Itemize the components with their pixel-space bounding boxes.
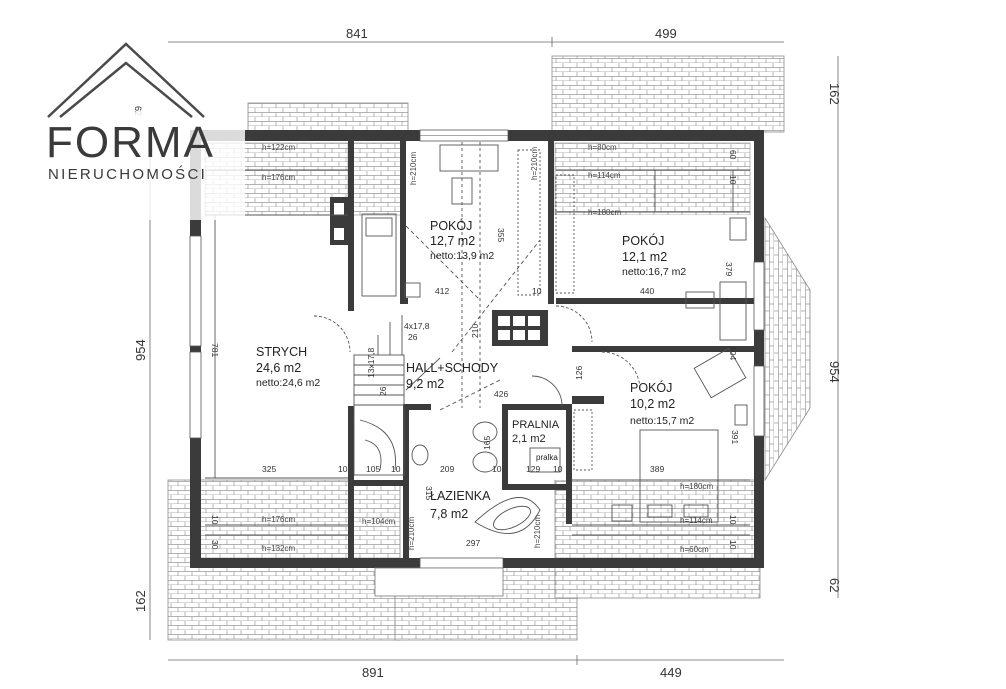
height-label: h=122cm	[262, 143, 295, 152]
dim-bottom-left: 891	[362, 665, 384, 680]
inner-dim: 440	[640, 286, 654, 296]
inner-dim: 10	[210, 515, 220, 525]
height-label: h=180cm	[588, 208, 621, 217]
height-label: h=176cm	[262, 515, 295, 524]
fixture-pralka-label: pralka	[536, 453, 558, 462]
room-pokoj-1-name: POKÓJ	[430, 218, 472, 233]
house-roof-inner-icon	[59, 61, 193, 118]
dim-right-bottom: 62	[827, 578, 842, 592]
room-pokoj-1-area: 12,7 m2	[430, 234, 475, 248]
room-pokoj-2-area: 12,1 m2	[622, 250, 667, 264]
inner-dim: 165	[482, 436, 492, 450]
inner-dim: 26	[408, 332, 418, 342]
height-label: h=114cm	[680, 516, 713, 525]
dim-top-left: 841	[346, 26, 368, 41]
inner-dim: 126	[574, 366, 584, 380]
dim-top-right: 499	[655, 26, 677, 41]
height-label: h=80cm	[588, 143, 617, 152]
inner-dim: 209	[440, 464, 454, 474]
inner-dim: 10	[338, 464, 348, 474]
room-strych-name: STRYCH	[256, 345, 307, 359]
room-hall-name: HALL+SCHODY	[406, 361, 499, 375]
dim-left-bottom: 162	[133, 590, 148, 612]
room-pokoj-3-area: 10,2 m2	[630, 397, 675, 411]
dimension-lines	[149, 37, 839, 665]
inner-dim: 389	[650, 464, 664, 474]
inner-dim: 781	[210, 343, 220, 357]
inner-dim: 355	[496, 228, 506, 242]
height-label: h=176cm	[262, 173, 295, 182]
room-hall-area: 9,2 m2	[406, 377, 444, 391]
dim-bottom-right: 449	[660, 665, 682, 680]
inner-dim: 129	[526, 464, 540, 474]
height-label: h=180cm	[680, 482, 713, 491]
inner-dim: 60	[728, 150, 738, 160]
height-label: h=210cm	[407, 517, 416, 550]
height-label: h=104cm	[362, 517, 395, 526]
room-pokoj-1-netto: netto:13,9 m2	[430, 250, 494, 262]
inner-dim: 10	[728, 540, 738, 550]
height-label: h=210cm	[533, 515, 542, 548]
interior-lines	[205, 142, 750, 536]
inner-dim: 10	[532, 286, 542, 296]
room-strych-netto: netto:24,6 m2	[256, 377, 320, 389]
inner-dim: 297	[466, 538, 480, 548]
height-label: h=210cm	[530, 147, 539, 180]
inner-dim: 10	[553, 464, 563, 474]
room-strych-area: 24,6 m2	[256, 361, 301, 375]
inner-dim: 412	[435, 286, 449, 296]
room-pokoj-2-netto: netto:16,7 m2	[622, 266, 686, 278]
height-label: h=132cm	[262, 544, 295, 553]
inner-dim: 13x17,8	[366, 347, 376, 378]
room-pralnia-area: 2,1 m2	[512, 433, 546, 445]
chimney-flues	[334, 203, 540, 340]
height-label: h=114cm	[588, 171, 621, 180]
inner-dim: 379	[724, 262, 734, 276]
logo-brand: FORMA	[46, 118, 215, 167]
inner-dim: 10	[492, 464, 502, 474]
logo-subtitle: NIERUCHOMOŚCI	[48, 166, 208, 183]
dim-right-top: 162	[827, 83, 842, 105]
inner-dim: 104	[728, 346, 738, 360]
logo-backdrop	[40, 112, 245, 220]
windows	[189, 129, 765, 597]
inner-dim: 10	[391, 464, 401, 474]
inner-dim: 30	[210, 540, 220, 550]
inner-dim: 10	[728, 175, 738, 185]
inner-dim: 426	[494, 389, 508, 399]
inner-dim: 105	[366, 464, 380, 474]
dim-left-height: 954	[133, 339, 148, 361]
inner-dim: 10	[728, 515, 738, 525]
inner-dim: 325	[262, 464, 276, 474]
inner-dim: 315	[424, 486, 434, 500]
room-pokoj-3-netto: netto:15,7 m2	[630, 415, 694, 427]
inner-dim: 210	[470, 324, 480, 338]
inner-dim: 26	[378, 386, 388, 396]
room-pralnia-name: PRALNIA	[512, 419, 560, 431]
house-roof-icon	[47, 42, 205, 118]
dim-left-top-small: 62	[133, 106, 143, 116]
inner-dim: 391	[730, 430, 740, 444]
height-label: h=210cm	[409, 152, 418, 185]
room-pokoj-3-name: POKÓJ	[630, 380, 672, 395]
room-pokoj-2-name: POKÓJ	[622, 233, 664, 248]
height-label: h=60cm	[680, 545, 709, 554]
room-lazienka-area: 7,8 m2	[430, 507, 468, 521]
inner-dim: 4x17,8	[404, 321, 430, 331]
dim-right-height: 954	[827, 361, 842, 383]
room-lazienka-name: ŁAZIENKA	[430, 489, 491, 503]
